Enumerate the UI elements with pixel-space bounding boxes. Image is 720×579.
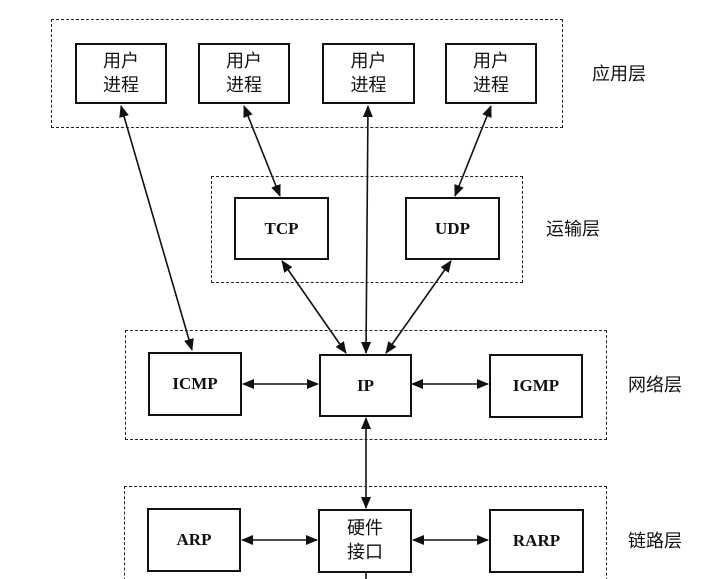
network-layer-box [125,330,607,440]
arp-label: ARP [176,530,212,549]
udp-label: UDP [435,218,470,238]
rarp-label: RARP [512,531,561,550]
network-layer-label: 网络层 [628,375,682,396]
tcp-label: TCP [264,218,299,238]
user-process-2-node: 用户 进程 [198,43,290,104]
transport-layer-box [211,176,523,283]
icmp-node: ICMP [148,352,242,416]
user-process-3-node: 用户 进程 [322,43,415,104]
application-layer-label: 应用层 [592,64,646,85]
igmp-node: IGMP [489,354,583,418]
rarp-node: RARP [489,509,584,573]
udp-node: UDP [405,197,500,260]
user-process-4-node: 用户 进程 [445,43,537,104]
icmp-label: ICMP [172,374,218,393]
tcp-node: TCP [234,197,329,260]
link-user-process-1-icmp [119,105,194,351]
ip-label: IP [357,375,374,395]
user-process-1-label: 用户 进程 [103,50,139,96]
hardware-interface-label: 硬件 接口 [347,518,383,563]
arp-node: ARP [147,508,241,572]
igmp-label: IGMP [512,376,560,395]
user-process-3-label: 用户 进程 [350,50,387,96]
link-tcp-ip [281,260,347,354]
transport-layer-label: 运输层 [546,219,600,240]
user-process-4-label: 用户 进程 [473,50,509,96]
user-process-1-node: 用户 进程 [75,43,167,104]
application-layer-box [51,19,563,128]
user-process-2-label: 用户 进程 [226,50,262,96]
link-user-process-4-udp [454,105,492,197]
hardware-interface-node: 硬件 接口 [318,509,412,573]
link-user-process-2-tcp [243,105,281,197]
link-layer-label: 链路层 [628,531,682,552]
link-layer-box [124,486,607,579]
ip-node: IP [319,354,412,417]
link-udp-ip [385,260,452,354]
link-user-process-3-ip [361,105,373,354]
